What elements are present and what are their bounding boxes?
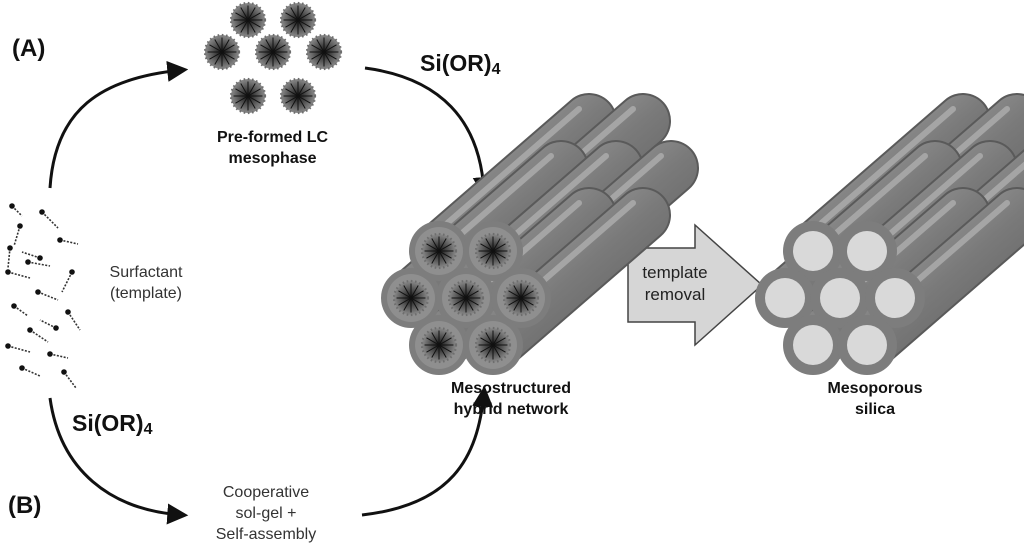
lc-micelle	[203, 33, 241, 71]
lc-micelle	[305, 33, 343, 71]
arrow-surfactant-to-coop	[48, 397, 189, 525]
template-removal-arrow	[627, 223, 764, 347]
reagent-bottom-label: Si(OR)4	[72, 410, 153, 438]
hybrid-micelle	[420, 326, 458, 364]
lc-micelle	[254, 33, 292, 71]
surfactant-molecule	[25, 259, 51, 267]
lc-micelle	[229, 77, 267, 115]
hybrid-micelle	[474, 232, 512, 270]
lc-mesophase-micelles	[203, 1, 343, 115]
surfactant-molecule	[35, 289, 59, 301]
arrow-coop-to-hybrid	[361, 385, 494, 517]
surfactant-molecule	[57, 237, 79, 245]
surfactant-molecule	[39, 209, 59, 229]
surfactant-molecule	[5, 343, 31, 353]
surfactant-molecule	[13, 223, 23, 247]
surfactant-molecule	[47, 351, 69, 359]
surfactant-molecule	[21, 251, 43, 261]
reagent-top-label: Si(OR)4	[420, 50, 501, 78]
silica-front-face	[755, 221, 925, 375]
hybrid-micelle	[392, 279, 430, 317]
lc-micelle	[279, 1, 317, 39]
surfactant-molecule	[61, 269, 75, 293]
surfactant-molecule	[5, 269, 31, 279]
hybrid-micelle	[420, 232, 458, 270]
surfactant-label: Surfactant(template)	[109, 264, 183, 302]
lc-micelle	[229, 1, 267, 39]
arrow-lc-to-hybrid	[364, 66, 494, 199]
surfactant-molecule	[61, 369, 77, 389]
panel-b-label: (B)	[8, 492, 42, 519]
surfactant-molecule	[39, 319, 59, 331]
arrow-surfactant-to-lc	[48, 60, 189, 189]
surfactant-molecule	[65, 309, 81, 331]
mesoporous-silica-rods	[755, 93, 1024, 375]
lc-micelle	[279, 77, 317, 115]
surfactant-molecule	[19, 365, 41, 377]
hybrid-micelle	[474, 326, 512, 364]
surfactant-molecule	[7, 245, 13, 269]
surfactant-molecule	[9, 203, 23, 217]
surfactant-molecule	[27, 327, 49, 343]
panel-a-label: (A)	[12, 35, 46, 62]
hybrid-micelle	[502, 279, 540, 317]
hybrid-front-face	[381, 221, 551, 375]
hybrid-micelle	[447, 279, 485, 317]
surfactant-molecule	[11, 303, 29, 317]
hybrid-network-rods	[381, 93, 699, 375]
surfactant-molecules	[5, 203, 81, 389]
